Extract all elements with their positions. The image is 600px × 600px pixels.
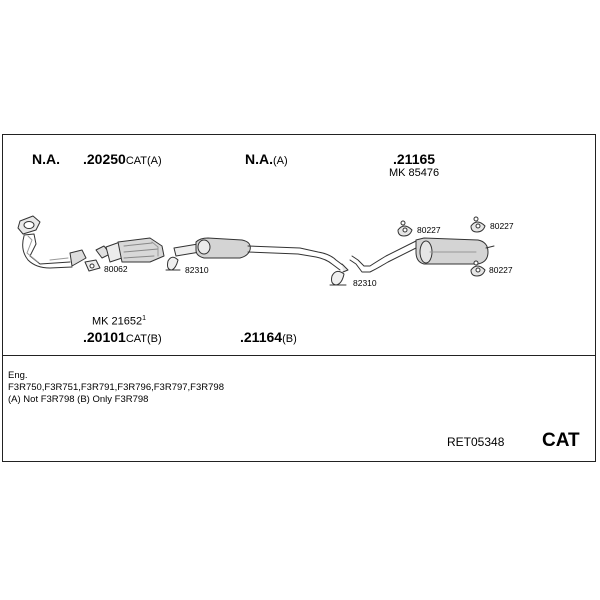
middle-silencer-drawing [173, 237, 349, 273]
catalytic-converter-drawing [95, 237, 165, 263]
reference-code: RET05348 [447, 435, 505, 449]
mk-21652-superscript: 1 [142, 315, 147, 322]
label-mk-85476: MK 85476 [389, 167, 440, 179]
part-number-21164: .21164 [240, 329, 283, 345]
label-80227-a: 80227 [417, 225, 441, 235]
notes-line-3: (A) Not F3R798 (B) Only F3R798 [8, 394, 149, 405]
label-80227-b: 80227 [490, 221, 514, 231]
diagram-frame [2, 134, 596, 462]
mk-21652-text: MK 21652 [92, 315, 143, 328]
rubber-mount-80227-a-drawing [397, 220, 413, 237]
label-82310-a: 82310 [185, 265, 209, 275]
rubber-mount-80227-c-drawing [470, 260, 486, 277]
label-82310-b: 82310 [353, 278, 377, 288]
gasket-80062-drawing [84, 259, 101, 272]
notes-line-1: Eng. [8, 370, 28, 381]
notes-divider [2, 355, 596, 356]
clamp-82310-a-drawing [165, 256, 181, 271]
label-20101: .20101CAT(B) [83, 330, 162, 346]
label-na-2: N.A.(A) [245, 152, 288, 168]
clamp-82310-b-drawing [329, 270, 347, 286]
label-80227-c: 80227 [489, 265, 513, 275]
part-suffix-20250: CAT(A) [125, 155, 162, 167]
rubber-mount-80227-b-drawing [470, 216, 486, 233]
part-suffix-20101: CAT(B) [125, 333, 162, 345]
notes-line-2: F3R750,F3R751,F3R791,F3R796,F3R797,F3R79… [8, 382, 224, 393]
part-number-20250: .20250 [83, 151, 126, 167]
label-20250: .20250CAT(A) [83, 152, 162, 168]
front-pipe-drawing [17, 215, 87, 269]
label-21165: .21165 [393, 151, 436, 167]
part-number-na-2: N.A. [245, 151, 273, 167]
label-mk-21652: MK 216521 [92, 315, 146, 328]
label-80062: 80062 [104, 264, 128, 274]
part-suffix-21164: (B) [282, 333, 297, 345]
label-na-1: N.A. [32, 151, 60, 167]
cat-badge: CAT [542, 430, 580, 451]
part-number-20101: .20101 [83, 329, 126, 345]
label-21164: .21164(B) [240, 330, 297, 346]
part-suffix-na-2: (A) [273, 155, 288, 167]
rear-silencer-drawing [349, 237, 495, 273]
